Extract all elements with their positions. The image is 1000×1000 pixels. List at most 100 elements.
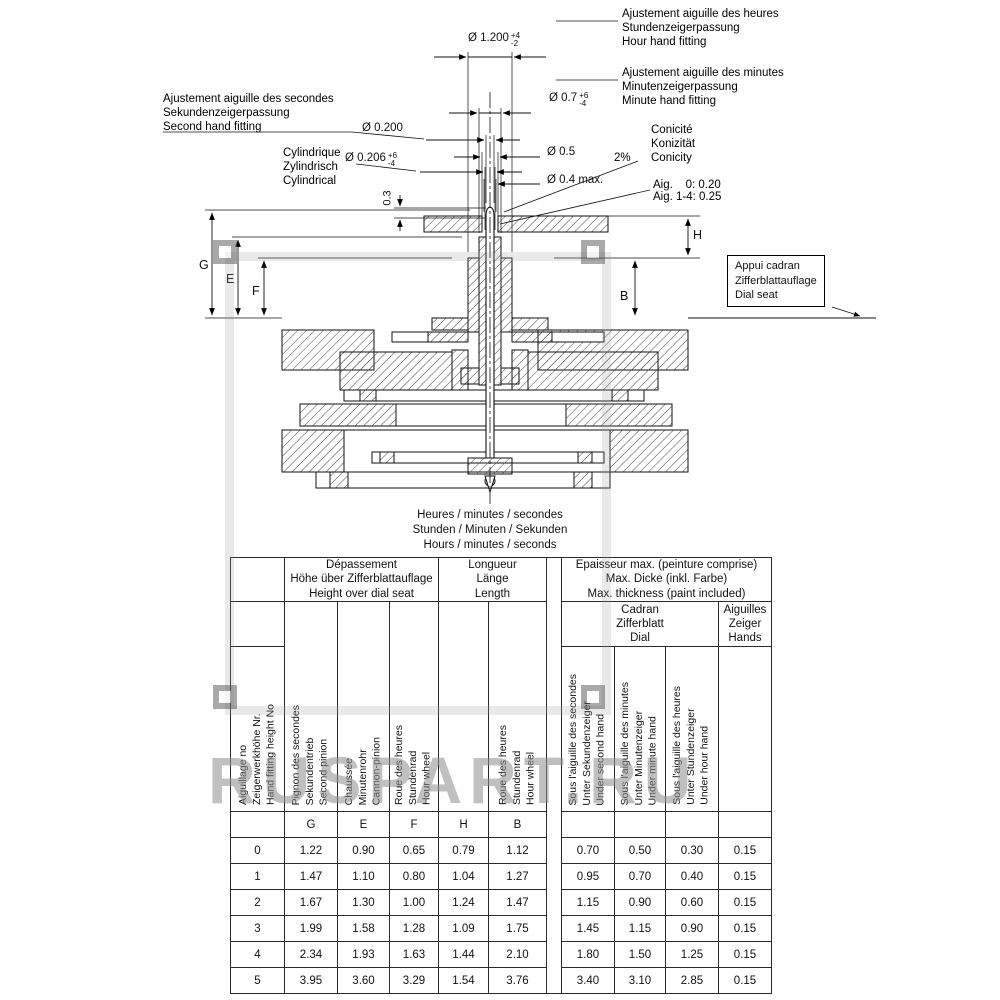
label-aig-14: Aig. 1-4: 0.25	[653, 191, 722, 203]
dim-d04-max: Ø 0.4 max.	[547, 174, 604, 186]
rot-header-under-hour: Sous l'aiguille des heures Unter Stunden…	[665, 646, 719, 813]
table-cell: 1.58	[337, 915, 390, 943]
letter-cell	[665, 811, 719, 839]
dial-seat-ring	[431, 317, 549, 331]
rot-header-hands-blank	[718, 646, 772, 813]
table-row: 5 3.95 3.60 3.29 1.54 3.76 3.40 3.10 2.8…	[230, 967, 772, 995]
table-cell: 1.15	[561, 889, 615, 917]
dim-second-pinion-diameter: Ø 0.200	[362, 122, 403, 134]
dim-d05: Ø 0.5	[547, 146, 576, 158]
letter-cell: H	[438, 811, 489, 839]
dim-cylindrical-diameter: Ø 0.206 +6-4	[345, 151, 398, 169]
table-cell: 0.70	[614, 863, 666, 891]
table-cell: 1.28	[389, 915, 439, 943]
table-cell: 0.90	[614, 889, 666, 917]
table-cell: 0.15	[718, 941, 772, 969]
table-cell: 0.15	[718, 837, 772, 865]
corner-blank	[230, 601, 285, 648]
fitting-height-table: Dépassement Höhe über Zifferblattauflage…	[230, 556, 772, 995]
letter-cell	[561, 811, 615, 839]
hour-wheel	[427, 257, 553, 343]
cell-row-no: 5	[230, 967, 285, 995]
label-hour-fitting: Ajustement aiguille des heures Stundenze…	[622, 8, 779, 48]
table-cell: 0.60	[665, 889, 719, 917]
letter-cell: B	[488, 811, 547, 839]
letter-cell: F	[389, 811, 439, 839]
cell-row-no: 1	[230, 863, 285, 891]
table-cell: 1.45	[561, 915, 615, 943]
cell-row-no: 0	[230, 837, 285, 865]
drawing-caption: Heures / minutes / secondes Stunden / Mi…	[412, 509, 568, 551]
table-row: 1 1.47 1.10 0.80 1.04 1.27 0.95 0.70 0.4…	[230, 863, 772, 891]
cell-row-no: 2	[230, 889, 285, 917]
table-cell: 0.15	[718, 915, 772, 943]
dim-letter-E: E	[226, 272, 235, 286]
subheader-dial: Cadran Zifferblatt Dial	[561, 601, 719, 648]
table-cell: 1.30	[337, 889, 390, 917]
table-row: 3 1.99 1.58 1.28 1.09 1.75 1.45 1.15 0.9…	[230, 915, 772, 943]
table-cell: 3.40	[561, 967, 615, 995]
rot-header-F: Roue des heures Stundenrad Hour wheel	[389, 601, 439, 813]
table-cell: 0.79	[438, 837, 489, 865]
dim-letter-B: B	[620, 289, 629, 303]
dim-letter-G: G	[199, 258, 209, 272]
dial-seat-callout: Appui cadran Zifferblattauflage Dial sea…	[727, 255, 825, 307]
col-header-longueur: Longueur Länge Length	[438, 556, 547, 603]
table-cell: 1.25	[665, 941, 719, 969]
plate-hatch-details	[281, 389, 689, 489]
cannon-pinion	[460, 236, 520, 386]
table-cell: 1.22	[284, 837, 338, 865]
table-row: 4 2.34 1.93 1.63 1.44 2.10 1.80 1.50 1.2…	[230, 941, 772, 969]
dim-letter-H: H	[693, 228, 703, 242]
rot-row-header: Aiguillage no Zeigerwerkhöhe Nr. Hand fi…	[230, 646, 285, 813]
rot-header-H	[438, 601, 489, 813]
table-cell: 2.85	[665, 967, 719, 995]
letter-cell	[614, 811, 666, 839]
table-cell: 1.12	[488, 837, 547, 865]
table-cell: 1.27	[488, 863, 547, 891]
corner-blank	[230, 556, 285, 603]
table-cell: 0.15	[718, 863, 772, 891]
table-cell: 3.95	[284, 967, 338, 995]
table-cell: 0.50	[614, 837, 666, 865]
cross-section-drawing	[163, 20, 876, 504]
table-cell: 0.40	[665, 863, 719, 891]
table-cell: 1.47	[488, 889, 547, 917]
cell-row-no: 3	[230, 915, 285, 943]
table-cell: 1.04	[438, 863, 489, 891]
rot-header-under-minute: Sous l'aiguille des minutes Unter Minute…	[614, 646, 666, 813]
table-cell: 0.95	[561, 863, 615, 891]
table-cell: 3.29	[389, 967, 439, 995]
table-cell: 1.50	[614, 941, 666, 969]
table-cell: 0.15	[718, 967, 772, 995]
dim-hour-pipe-diameter: Ø 1.200 +4-2	[468, 31, 521, 49]
table-cell: 1.00	[389, 889, 439, 917]
table-row: 0 1.22 0.90 0.65 0.79 1.12 0.70 0.50 0.3…	[230, 837, 772, 865]
table-cell: 0.90	[665, 915, 719, 943]
table-cell: 1.75	[488, 915, 547, 943]
table-cell: 0.30	[665, 837, 719, 865]
col-header-depassement: Dépassement Höhe über Zifferblattauflage…	[284, 556, 439, 603]
table-cell: 0.15	[718, 889, 772, 917]
label-minute-fitting: Ajustement aiguille des minutes Minutenz…	[622, 67, 784, 107]
label-cylindrical: Cylindrique Zylindrisch Cylindrical	[283, 147, 341, 187]
table-cell: 1.09	[438, 915, 489, 943]
cell-row-no: 4	[230, 941, 285, 969]
letter-row: G E F H B	[230, 811, 772, 839]
table-cell: 3.76	[488, 967, 547, 995]
table-cell: 1.93	[337, 941, 390, 969]
table-cell: 0.65	[389, 837, 439, 865]
sub-header-row: Pignon des secondes Sekundentrieb Second…	[230, 601, 772, 813]
table-cell: 3.60	[337, 967, 390, 995]
table-cell: 3.10	[614, 967, 666, 995]
letter-cell	[718, 811, 772, 839]
letter-cell: E	[337, 811, 390, 839]
leader-lines	[163, 20, 861, 317]
table-cell: 1.44	[438, 941, 489, 969]
table-cell: 1.63	[389, 941, 439, 969]
dim-cannon-diameter: Ø 0.7 +6-4	[549, 91, 589, 109]
table-cell: 0.90	[337, 837, 390, 865]
subheader-hands: Aiguilles Zeiger Hands	[718, 601, 772, 648]
dim-tip-length: 0.3	[381, 190, 394, 206]
